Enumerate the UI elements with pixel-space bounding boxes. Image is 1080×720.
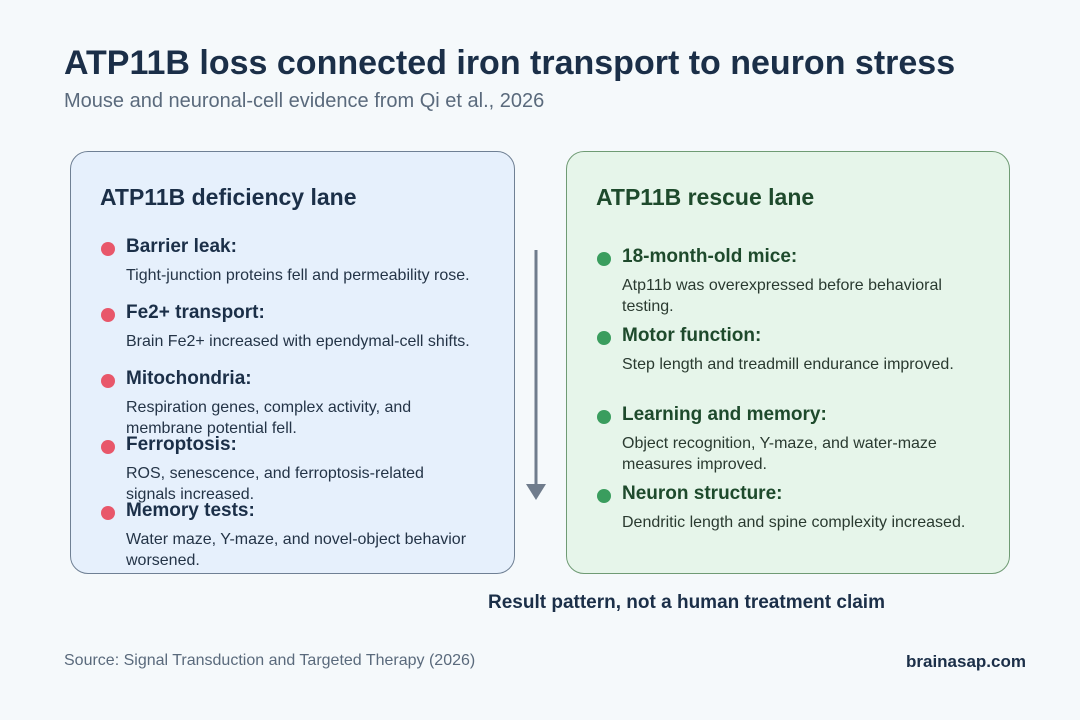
deficiency-item-head: Mitochondria: <box>126 368 252 389</box>
rescue-item-head: Motor function: <box>622 325 762 346</box>
brand-mark: brainasap.com <box>906 652 1026 671</box>
rescue-item-text: Atp11b was overexpressed before behavior… <box>622 277 942 315</box>
green-bullet-icon <box>597 489 611 503</box>
down-arrow-icon <box>526 250 546 500</box>
green-bullet-icon <box>597 252 611 266</box>
deficiency-item-text: ROS, senescence, and ferroptosis-related… <box>126 465 424 503</box>
rescue-item-head: 18-month-old mice: <box>622 246 798 267</box>
red-bullet-icon <box>101 374 115 388</box>
page-subtitle: Mouse and neuronal-cell evidence from Qi… <box>64 90 545 112</box>
deficiency-item-text: Brain Fe2+ increased with ependymal-cell… <box>126 333 470 350</box>
rescue-lane-title: ATP11B rescue lane <box>596 184 815 210</box>
rescue-lane: ATP11B rescue lane 18-month-old mice: At… <box>566 151 1010 574</box>
source-citation: Source: Signal Transduction and Targeted… <box>64 652 476 669</box>
deficiency-lane: ATP11B deficiency lane Barrier leak: Tig… <box>70 151 515 574</box>
deficiency-item-head: Memory tests: <box>126 500 255 521</box>
red-bullet-icon <box>101 506 115 520</box>
rescue-item-text: Step length and treadmill endurance impr… <box>622 356 954 373</box>
deficiency-item-head: Barrier leak: <box>126 236 237 257</box>
deficiency-item-head: Fe2+ transport: <box>126 302 265 323</box>
red-bullet-icon <box>101 242 115 256</box>
green-bullet-icon <box>597 410 611 424</box>
deficiency-item-text: Water maze, Y-maze, and novel-object beh… <box>126 531 467 569</box>
deficiency-item-text: Tight-junction proteins fell and permeab… <box>126 267 470 284</box>
deficiency-lane-title: ATP11B deficiency lane <box>100 184 357 210</box>
rescue-item-head: Learning and memory: <box>622 404 827 425</box>
rescue-item-text: Dendritic length and spine complexity in… <box>622 514 966 531</box>
result-caveat: Result pattern, not a human treatment cl… <box>488 592 885 613</box>
rescue-item-text: Object recognition, Y-maze, and water-ma… <box>622 435 937 473</box>
deficiency-item-head: Ferroptosis: <box>126 434 237 455</box>
red-bullet-icon <box>101 308 115 322</box>
rescue-item-head: Neuron structure: <box>622 483 783 504</box>
red-bullet-icon <box>101 440 115 454</box>
page-title: ATP11B loss connected iron transport to … <box>64 44 956 82</box>
deficiency-item-text: Respiration genes, complex activity, and… <box>126 399 412 437</box>
green-bullet-icon <box>597 331 611 345</box>
